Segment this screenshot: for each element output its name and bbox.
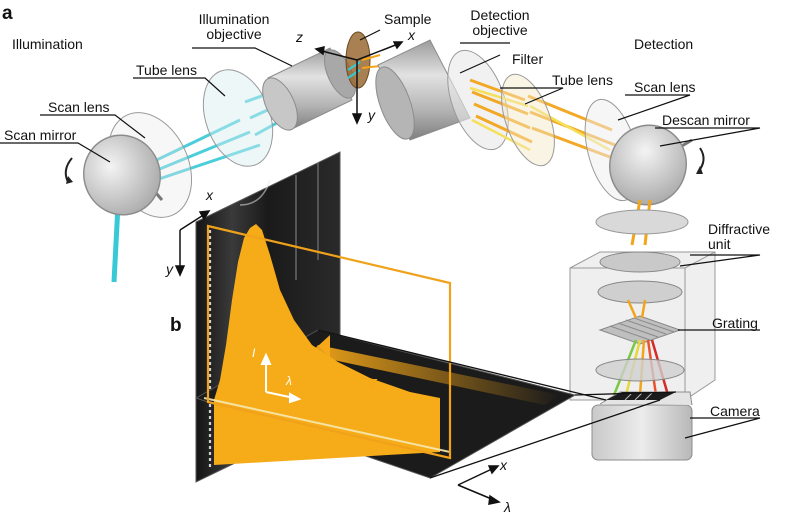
sample-axis-z: z bbox=[296, 29, 303, 45]
image-axis-x: x bbox=[206, 187, 213, 203]
descan-mirror-label: Descan mirror bbox=[662, 112, 750, 128]
sum-arrow bbox=[310, 345, 560, 405]
label-leaders bbox=[0, 29, 761, 439]
image-axis-y: y bbox=[166, 261, 173, 277]
sample-axes bbox=[314, 41, 404, 125]
scan-lens-right-label: Scan lens bbox=[634, 79, 696, 95]
detection-objective-line2: objective bbox=[472, 22, 528, 38]
spectrum-axis-lambda: λ bbox=[286, 374, 292, 388]
camera-axis-lambda: λ bbox=[504, 499, 511, 515]
panel-a-label: a bbox=[2, 3, 13, 24]
camera-label: Camera bbox=[710, 403, 760, 419]
sample-axis-x: x bbox=[408, 27, 415, 43]
sample-axis-y: y bbox=[368, 107, 375, 123]
tube-lens-right-label: Tube lens bbox=[552, 72, 613, 88]
detection-objective-line1: Detection bbox=[470, 7, 530, 23]
filter-label: Filter bbox=[512, 51, 544, 67]
diffractive-unit-line2: unit bbox=[708, 236, 731, 252]
scan-lens-left-label: Scan lens bbox=[48, 99, 110, 115]
tube-lens-left-label: Tube lens bbox=[136, 62, 197, 78]
panel-b-label: b bbox=[170, 315, 182, 336]
scan-mirror-label: Scan mirror bbox=[4, 127, 77, 143]
connector-lines bbox=[317, 329, 677, 479]
camera-axis-x: x bbox=[500, 457, 507, 473]
spectrum-curve bbox=[214, 224, 440, 465]
detection-path bbox=[375, 39, 705, 246]
detection-section-title: Detection bbox=[634, 36, 694, 52]
diffractive-unit-line1: Diffractive bbox=[708, 221, 770, 237]
camera-body bbox=[591, 391, 693, 461]
illumination-objective bbox=[262, 47, 356, 131]
spectrometer bbox=[569, 251, 716, 401]
panel-b-graphic bbox=[174, 151, 677, 505]
spectrum-axes bbox=[260, 352, 302, 404]
illumination-objective-line2: objective bbox=[206, 26, 262, 42]
spectrum-frame bbox=[206, 224, 452, 460]
illumination-objective-line1: Illumination bbox=[198, 11, 270, 27]
input-laser-beam bbox=[111, 204, 121, 283]
diffractive-unit bbox=[599, 251, 681, 273]
xy-image-signal bbox=[208, 163, 319, 470]
illumination-path bbox=[64, 47, 356, 283]
sample-holder bbox=[314, 31, 404, 125]
sum-symbol: Σ bbox=[370, 376, 379, 391]
scan-mirror bbox=[64, 134, 164, 216]
camera-axes bbox=[457, 465, 501, 505]
diffractive-unit-label: Diffractive unit bbox=[708, 222, 770, 252]
image-xy-axes bbox=[174, 210, 211, 277]
grating-label: Grating bbox=[712, 315, 758, 331]
illumination-section-title: Illumination bbox=[12, 36, 83, 52]
spectrum-axis-i: I bbox=[252, 346, 256, 360]
illumination-objective-label: Illumination objective bbox=[186, 12, 282, 42]
sample-label: Sample bbox=[384, 11, 432, 27]
detection-objective-label: Detection objective bbox=[455, 8, 545, 38]
relay-lens bbox=[595, 209, 689, 235]
